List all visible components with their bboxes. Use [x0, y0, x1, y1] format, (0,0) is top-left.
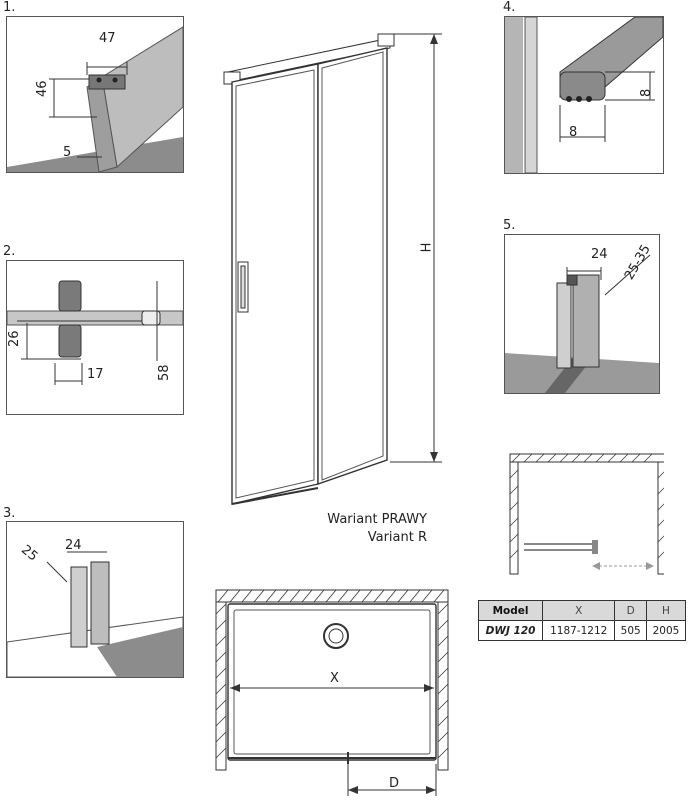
detail-2-drawing [7, 280, 183, 385]
detail-1-dim-gap: 5 [63, 145, 72, 160]
spec-header-d: D [614, 600, 647, 621]
variant-plan-drawing [509, 453, 664, 575]
plan-view-drawing [215, 589, 449, 796]
spec-cell-d: 505 [614, 620, 647, 641]
detail-2-label: 2. [3, 244, 16, 259]
detail-4-label: 4. [503, 0, 516, 15]
variant-line-2: Variant R [367, 530, 427, 545]
detail-3-panel: 25 24 [6, 521, 184, 678]
spec-table: Model X D H DWJ 120 1187-1212 505 2005 [477, 600, 686, 641]
table-row: DWJ 120 1187-1212 505 2005 [477, 620, 686, 641]
wall-hatching [215, 589, 449, 759]
detail-1-dim-height: 46 [35, 80, 50, 97]
door-elevation-drawing [223, 33, 442, 505]
detail-2-dim-17: 17 [87, 367, 104, 382]
spec-cell-x: 1187-1212 [542, 620, 616, 641]
variant-line-1: Wariant PRAWY [327, 512, 427, 527]
detail-2-panel: 26 17 58 [6, 260, 184, 415]
variant-text: Wariant PRAWY Variant R [300, 511, 427, 547]
detail-5-dim-24: 24 [591, 247, 608, 262]
height-dimension-label: H [419, 242, 435, 253]
detail-4-dim-height: 8 [639, 88, 654, 97]
detail-3-dim-24: 24 [65, 538, 82, 553]
detail-5-label: 5. [503, 218, 516, 233]
detail-4-dim-width: 8 [569, 125, 578, 140]
spec-table-header-row: Model X D H [477, 600, 686, 621]
detail-3-drawing [7, 551, 183, 677]
detail-5-drawing [505, 254, 659, 393]
detail-1-drawing [7, 26, 183, 172]
detail-1-panel: 47 46 5 [6, 16, 184, 173]
detail-1-dim-width: 47 [99, 31, 116, 46]
detail-2-dim-58: 58 [157, 364, 172, 381]
width-dimension-label: X [330, 671, 339, 686]
spec-cell-model: DWJ 120 [477, 620, 544, 641]
detail-2-dim-26: 26 [7, 330, 22, 347]
depth-dimension-label: D [389, 776, 400, 791]
spec-header-x: X [542, 600, 616, 621]
detail-1-label: 1. [3, 0, 16, 15]
detail-3-label: 3. [3, 506, 16, 521]
spec-cell-h: 2005 [646, 620, 686, 641]
detail-4-panel: 8 8 [504, 16, 664, 174]
spec-header-h: H [646, 600, 686, 621]
spec-header-model: Model [477, 600, 544, 621]
detail-4-drawing [505, 17, 663, 173]
detail-5-panel: 24 25-35 [504, 234, 660, 394]
